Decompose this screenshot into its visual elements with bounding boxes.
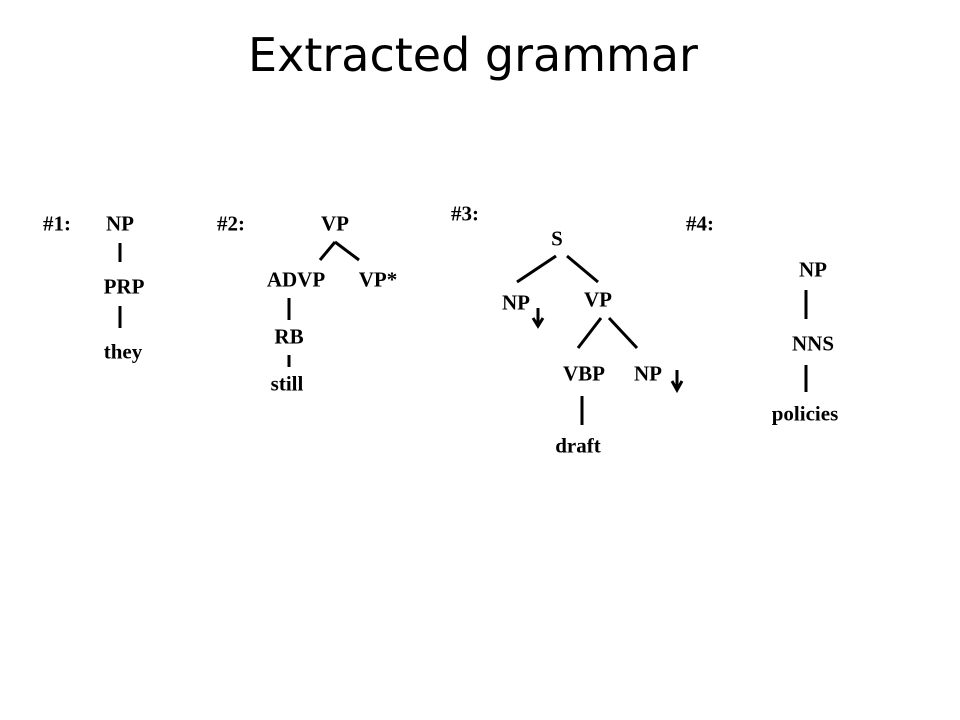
tree-id-label: #1: — [43, 211, 71, 236]
edge-t3-s-np — [516, 254, 557, 284]
substitution-arrow-icon — [670, 370, 684, 394]
word-draft: draft — [555, 433, 601, 458]
word-still: still — [270, 371, 304, 396]
node-s: S — [551, 226, 563, 251]
node-np: NP — [799, 257, 827, 282]
tree-id-label: #4: — [686, 211, 714, 236]
node-vbp: VBP — [563, 361, 605, 386]
slide-title: Extracted grammar — [248, 28, 698, 82]
node-np-subst: NP — [634, 361, 662, 386]
tree-id-label: #3: — [451, 201, 479, 226]
edge-t3-s-vp — [566, 254, 599, 284]
edge-t2-vp-vpstar — [334, 240, 360, 262]
node-np-subst: NP — [502, 290, 530, 315]
edge-t3-vp-np — [607, 316, 639, 350]
node-vp: VP — [584, 287, 612, 312]
tree-id-label: #2: — [217, 211, 245, 236]
node-rb: RB — [274, 324, 304, 349]
node-prp: PRP — [103, 274, 145, 299]
node-vp: VP — [321, 211, 349, 236]
node-advp: ADVP — [266, 267, 326, 292]
word-policies: policies — [771, 401, 839, 426]
substitution-arrow-icon — [531, 308, 545, 329]
node-np: NP — [106, 211, 134, 236]
node-vp-foot: VP* — [358, 267, 398, 292]
edge-t3-vp-vbp — [576, 317, 603, 349]
edge-t2-vp-advp — [318, 241, 337, 261]
node-nns: NNS — [791, 331, 835, 356]
word-they: they — [103, 339, 143, 364]
